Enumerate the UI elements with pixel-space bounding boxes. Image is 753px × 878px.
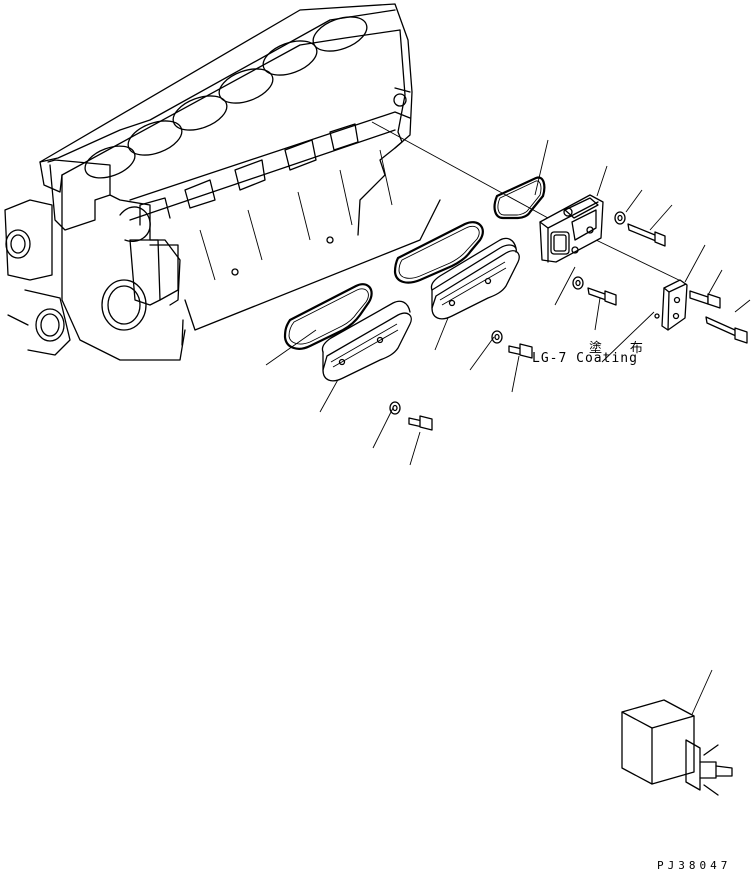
washer — [614, 211, 626, 225]
alignment-lines — [265, 121, 751, 731]
bolt — [705, 316, 748, 344]
bolt — [408, 415, 433, 431]
thermostat-housing — [539, 194, 604, 263]
bolt — [627, 223, 666, 247]
drawing-number: PJ38047 — [657, 859, 732, 872]
bolt — [689, 290, 721, 309]
side-cover — [321, 300, 412, 382]
gasket — [493, 176, 546, 220]
coating-label-japanese: 塗 布 — [589, 341, 653, 356]
gasket — [393, 221, 484, 284]
engine-block — [4, 3, 441, 361]
side-cover — [430, 237, 520, 320]
washer — [491, 330, 503, 344]
bolt — [508, 343, 533, 359]
washer — [389, 401, 401, 415]
bolt — [587, 287, 617, 306]
cover-plate — [654, 279, 688, 331]
coating-label: LG-7 Coating — [532, 351, 638, 366]
tool — [621, 699, 733, 796]
gasket — [283, 283, 373, 350]
washer — [572, 276, 584, 290]
